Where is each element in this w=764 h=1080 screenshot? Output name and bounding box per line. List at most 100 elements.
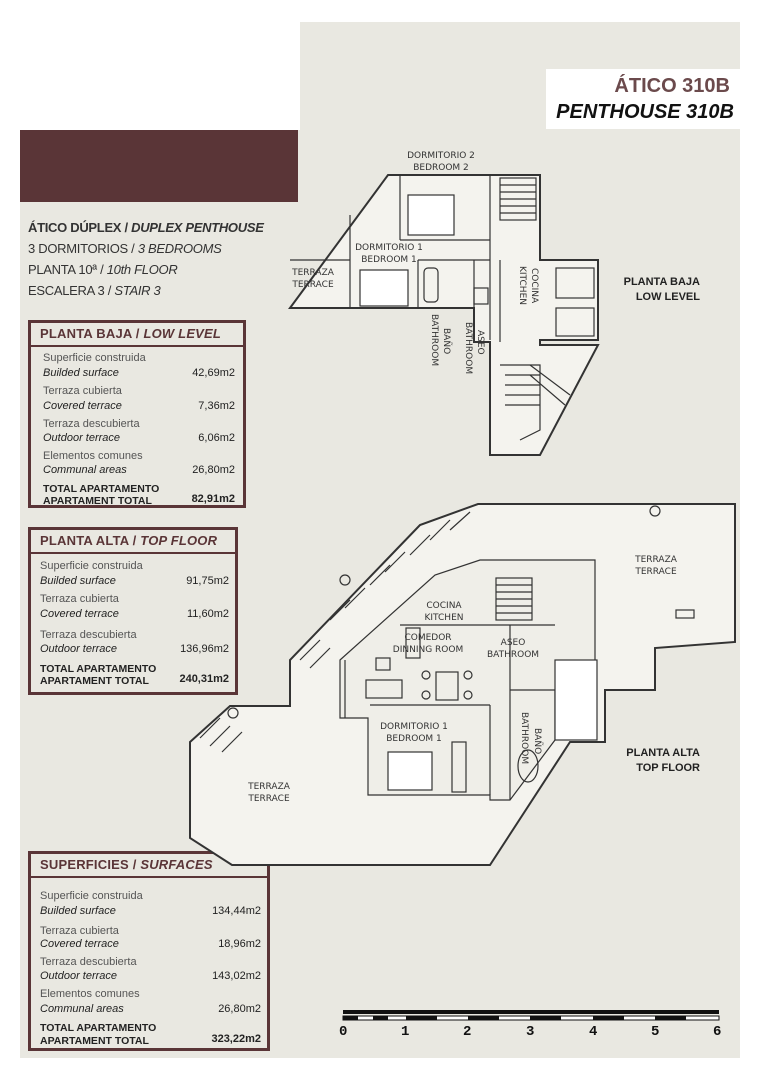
low-level-label: PLANTA BAJA LOW LEVEL bbox=[624, 275, 700, 305]
scale-bar bbox=[342, 1010, 720, 1021]
row-value: 6,06m2 bbox=[198, 432, 235, 444]
top-floor-label-en: TOP FLOOR bbox=[636, 762, 700, 774]
info-stair: ESCALERA 3 / STAIR 3 bbox=[28, 283, 161, 298]
row-label-en: Covered terrace bbox=[40, 938, 119, 950]
row-value: 143,02m2 bbox=[212, 970, 261, 982]
row-label-en: Covered terrace bbox=[40, 608, 119, 620]
row-label-es: Terraza cubierta bbox=[40, 925, 119, 937]
top-floor-label-es: PLANTA ALTA bbox=[626, 747, 700, 759]
room-label: TERRAZA bbox=[634, 555, 678, 565]
row-label-en: Outdoor terrace bbox=[40, 643, 118, 655]
room-label: COCINA bbox=[426, 601, 462, 611]
low-level-plan bbox=[288, 174, 600, 456]
scale-tick-label: 4 bbox=[589, 1024, 598, 1040]
low-level-box: PLANTA BAJA / LOW LEVEL Superficie const… bbox=[28, 320, 246, 508]
room-label: COCINA bbox=[529, 268, 539, 304]
scale-tick-label: 3 bbox=[526, 1024, 535, 1040]
top-floor-room-labels: TERRAZA TERRACE COCINA KITCHEN COMEDOR D… bbox=[247, 555, 678, 804]
surfaces-box: SUPERFICIES / SURFACES Superficie constr… bbox=[28, 851, 270, 1051]
top-floor-header: PLANTA ALTA / TOP FLOOR bbox=[31, 530, 235, 554]
total-label-es: TOTAL APARTAMENTO bbox=[40, 663, 157, 675]
room-label: DORMITORIO 1 bbox=[355, 243, 423, 253]
total-label-es: TOTAL APARTAMENTO bbox=[40, 1022, 157, 1034]
total-value: 240,31m2 bbox=[179, 673, 229, 685]
low-level-label-es: PLANTA BAJA bbox=[623, 276, 700, 288]
row-label-es: Terraza descubierta bbox=[40, 956, 137, 968]
total-label-en: APARTAMENT TOTAL bbox=[43, 495, 152, 507]
row-value: 134,44m2 bbox=[212, 905, 261, 917]
row-label-en: Builded surface bbox=[40, 905, 116, 917]
room-label: TERRACE bbox=[634, 567, 677, 577]
row-label-en: Outdoor terrace bbox=[43, 432, 121, 444]
scale-tick-label: 1 bbox=[401, 1024, 410, 1040]
room-label: KITCHEN bbox=[517, 266, 527, 305]
low-level-room-labels: DORMITORIO 2 BEDROOM 2 DORMITORIO 1 BEDR… bbox=[291, 151, 539, 374]
room-label: BEDROOM 1 bbox=[386, 734, 442, 744]
row-label-es: Superficie construida bbox=[40, 560, 143, 572]
top-floor-label: PLANTA ALTA TOP FLOOR bbox=[626, 746, 700, 776]
row-value: 18,96m2 bbox=[218, 938, 261, 950]
row-value: 26,80m2 bbox=[218, 1003, 261, 1015]
row-value: 11,60m2 bbox=[187, 608, 229, 620]
room-label: BATHROOM bbox=[429, 314, 439, 366]
row-label-es: Superficie construida bbox=[43, 352, 146, 364]
apartment-info: ÁTICO DÚPLEX / DUPLEX PENTHOUSE 3 DORMIT… bbox=[28, 217, 264, 301]
surfaces-header: SUPERFICIES / SURFACES bbox=[31, 854, 267, 878]
room-label: BEDROOM 2 bbox=[413, 163, 469, 173]
room-label: ASEO bbox=[501, 638, 526, 648]
low-level-label-en: LOW LEVEL bbox=[635, 291, 700, 303]
scale-tick-label: 2 bbox=[463, 1024, 472, 1040]
title-english: PENTHOUSE 310B bbox=[556, 101, 734, 123]
scale-tick-label: 0 bbox=[339, 1024, 348, 1040]
scale-tick-label: 5 bbox=[651, 1024, 660, 1040]
row-label-es: Elementos comunes bbox=[40, 988, 140, 1000]
room-label: ASEO bbox=[475, 330, 485, 355]
row-value: 42,69m2 bbox=[192, 367, 235, 379]
room-label: DORMITORIO 1 bbox=[380, 722, 448, 732]
row-label-es: Terraza cubierta bbox=[43, 385, 122, 397]
row-value: 136,96m2 bbox=[180, 643, 229, 655]
room-label: COMEDOR bbox=[404, 633, 451, 643]
room-label: BATHROOM bbox=[463, 322, 473, 374]
room-label: TERRAZA bbox=[247, 782, 291, 792]
row-label-es: Terraza descubierta bbox=[40, 629, 137, 641]
low-level-header: PLANTA BAJA / LOW LEVEL bbox=[31, 323, 243, 347]
row-value: 91,75m2 bbox=[186, 575, 229, 587]
row-label-en: Builded surface bbox=[40, 575, 116, 587]
info-bedrooms: 3 DORMITORIOS / 3 BEDROOMS bbox=[28, 241, 222, 256]
row-label-es: Terraza descubierta bbox=[43, 418, 140, 430]
row-label-en: Communal areas bbox=[40, 1003, 124, 1015]
total-value: 323,22m2 bbox=[211, 1033, 261, 1045]
room-label: DORMITORIO 2 bbox=[407, 151, 475, 161]
room-label: BAÑO bbox=[532, 728, 543, 754]
top-floor-box: PLANTA ALTA / TOP FLOOR Superficie const… bbox=[28, 527, 238, 695]
room-label: TERRACE bbox=[291, 280, 334, 290]
row-label-es: Elementos comunes bbox=[43, 450, 143, 462]
total-label-en: APARTAMENT TOTAL bbox=[40, 1035, 149, 1047]
row-label-en: Outdoor terrace bbox=[40, 970, 118, 982]
info-floor: PLANTA 10ª / 10th FLOOR bbox=[28, 262, 178, 277]
row-label-en: Builded surface bbox=[43, 367, 119, 379]
total-label-es: TOTAL APARTAMENTO bbox=[43, 483, 160, 495]
room-label: KITCHEN bbox=[425, 613, 464, 623]
room-label: BATHROOM bbox=[487, 650, 539, 660]
scale-tick-label: 6 bbox=[713, 1024, 722, 1040]
room-label: BAÑO bbox=[441, 328, 452, 354]
row-label-en: Covered terrace bbox=[43, 400, 122, 412]
brand-bar bbox=[20, 130, 298, 202]
row-value: 26,80m2 bbox=[192, 464, 235, 476]
top-floor-plan bbox=[189, 503, 736, 866]
row-label-es: Superficie construida bbox=[40, 890, 143, 902]
row-value: 7,36m2 bbox=[198, 400, 235, 412]
room-label: TERRAZA bbox=[291, 268, 335, 278]
row-label-en: Communal areas bbox=[43, 464, 127, 476]
total-value: 82,91m2 bbox=[191, 493, 235, 505]
room-label: TERRACE bbox=[247, 794, 290, 804]
info-type: ÁTICO DÚPLEX / DUPLEX PENTHOUSE bbox=[28, 220, 264, 235]
row-label-es: Terraza cubierta bbox=[40, 593, 119, 605]
total-label-en: APARTAMENT TOTAL bbox=[40, 675, 149, 687]
room-label: BATHROOM bbox=[519, 712, 529, 764]
room-label: BEDROOM 1 bbox=[361, 255, 417, 265]
title-spanish: ÁTICO 310B bbox=[614, 75, 730, 97]
